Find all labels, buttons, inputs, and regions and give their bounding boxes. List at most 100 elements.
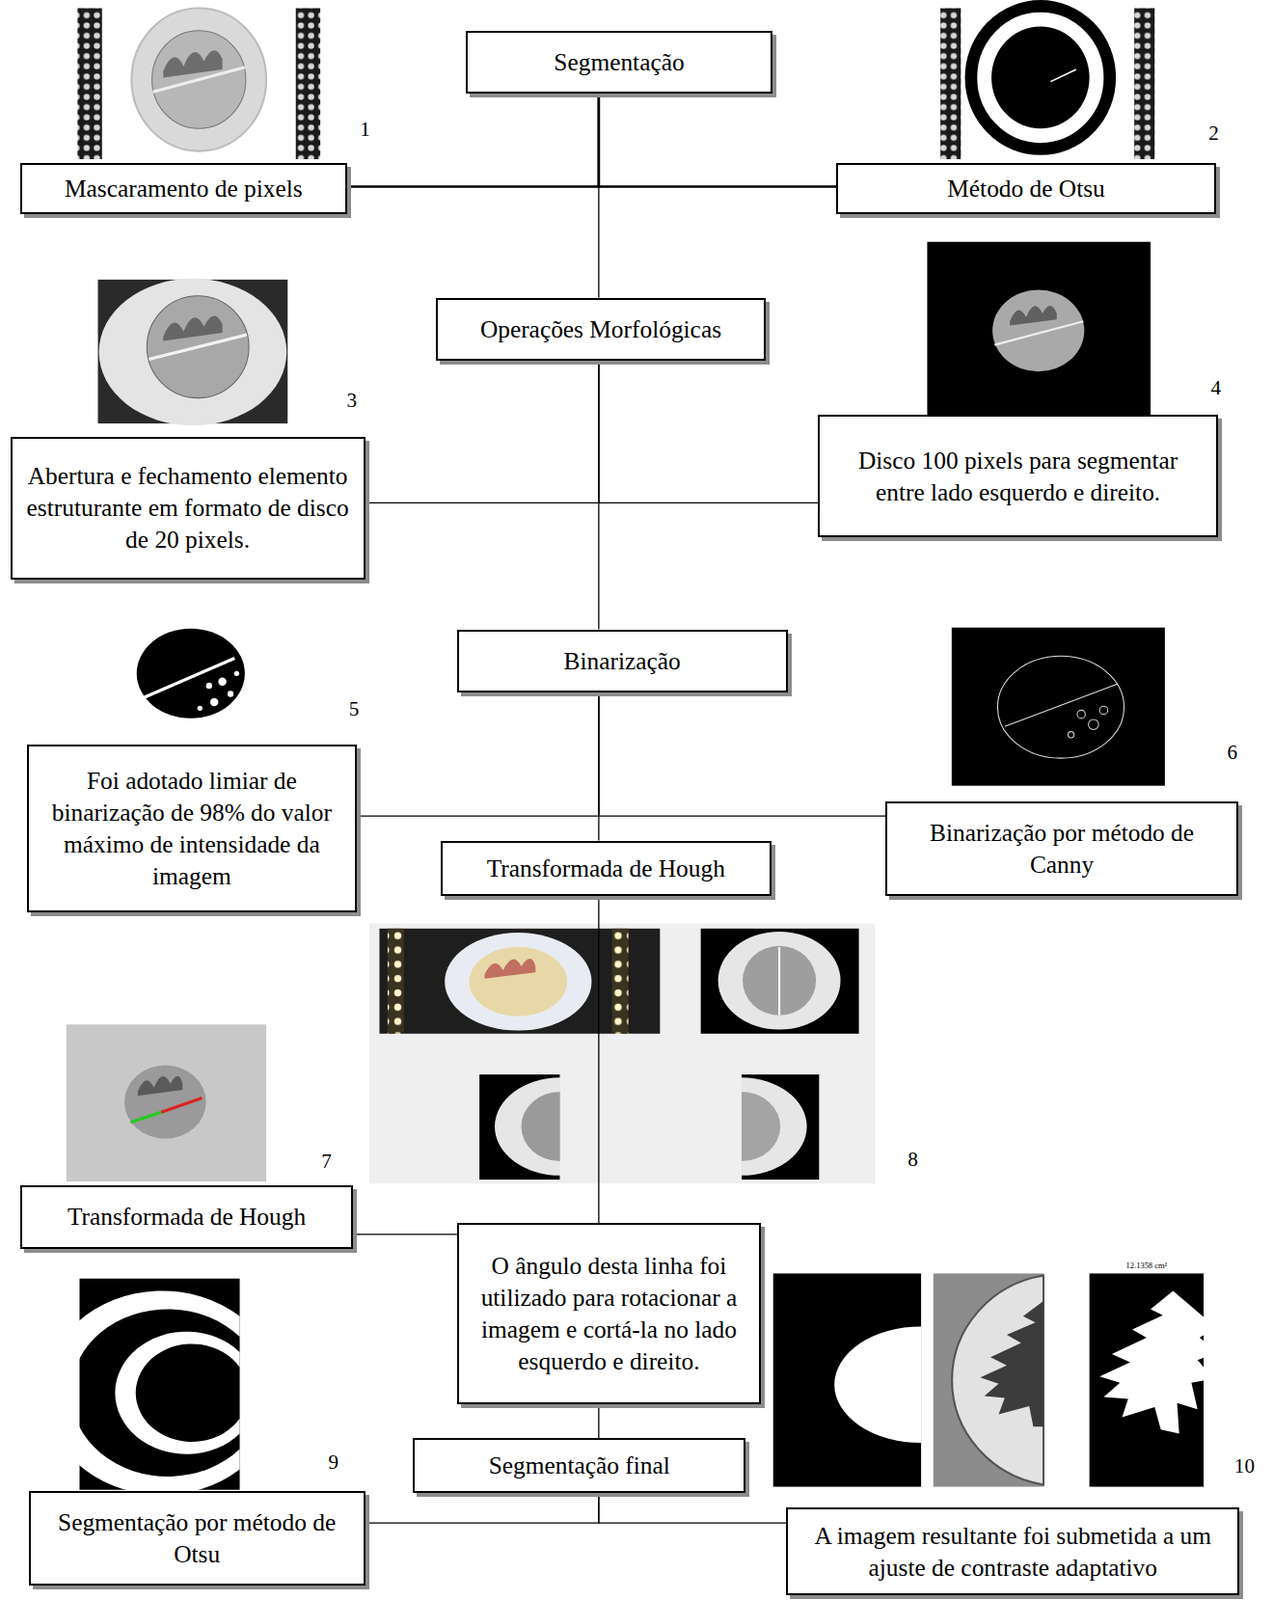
final-segmentation bbox=[773, 1273, 1219, 1487]
colony bbox=[1009, 305, 1057, 326]
spot bbox=[234, 671, 240, 677]
colony bbox=[162, 315, 222, 341]
box-text: Operações Morfológicas bbox=[480, 313, 722, 346]
hough-line bbox=[161, 1097, 202, 1112]
divider bbox=[153, 67, 245, 92]
plate-ring bbox=[718, 931, 841, 1030]
ring bbox=[971, 5, 1111, 149]
hough-line bbox=[130, 1111, 162, 1123]
box-text: Transformada de Hough bbox=[67, 1200, 306, 1233]
plate-ring bbox=[99, 278, 288, 426]
callout-number: 7 bbox=[321, 1148, 332, 1173]
photo-ground bbox=[951, 627, 1165, 786]
process-box: Método de Otsu bbox=[836, 162, 1216, 215]
light-chain bbox=[612, 928, 629, 1034]
spot bbox=[227, 690, 234, 697]
petri-dish bbox=[152, 30, 246, 130]
divider bbox=[148, 334, 247, 359]
edge-spot bbox=[1077, 709, 1085, 718]
callout-number: 2 bbox=[1208, 120, 1219, 145]
light-chain bbox=[387, 928, 405, 1034]
colony bbox=[137, 1076, 184, 1097]
box-text: Foi adotado limiar de binarização de 98%… bbox=[40, 764, 345, 893]
morphology-photo bbox=[98, 278, 289, 426]
petri-dish bbox=[742, 946, 816, 1016]
otsu-mask bbox=[940, 5, 1155, 160]
process-box: Segmentação por método de Otsu bbox=[28, 1490, 366, 1585]
connector-line bbox=[347, 93, 599, 187]
callout-number: 5 bbox=[349, 697, 360, 722]
box-text: Método de Otsu bbox=[947, 172, 1106, 205]
box-text: Binarização bbox=[564, 645, 681, 678]
box-text: Disco 100 pixels para segmentar entre la… bbox=[831, 444, 1205, 509]
photo-ground bbox=[701, 928, 860, 1034]
rotation-panels bbox=[369, 923, 876, 1185]
connector-line bbox=[598, 1492, 787, 1523]
divider bbox=[994, 321, 1084, 345]
edge-spot bbox=[1099, 705, 1108, 714]
callout-number: 4 bbox=[1210, 375, 1221, 400]
callout-number: 10 bbox=[1234, 1453, 1255, 1478]
panel-ground bbox=[369, 923, 876, 1185]
area-label: 12.1358 cm² bbox=[1126, 1260, 1167, 1271]
colony bbox=[979, 1300, 1044, 1427]
half-dish bbox=[951, 1275, 1044, 1486]
spot bbox=[210, 698, 218, 706]
edge-line bbox=[1004, 683, 1118, 727]
process-box: Segmentação bbox=[465, 30, 772, 95]
otsu-half bbox=[44, 1278, 240, 1495]
callout-number: 9 bbox=[328, 1449, 340, 1474]
hough-lines bbox=[66, 1024, 267, 1182]
binary-threshold bbox=[136, 628, 245, 719]
process-box: Foi adotado limiar de binarização de 98%… bbox=[27, 744, 358, 912]
callout-number: 6 bbox=[1226, 739, 1238, 764]
canny-edges bbox=[951, 627, 1165, 786]
connector-line bbox=[597, 692, 599, 840]
petri-dish bbox=[124, 1065, 207, 1139]
process-box: Binarização por método de Canny bbox=[885, 801, 1239, 895]
panel-ground bbox=[560, 1074, 632, 1180]
photo-ground bbox=[926, 242, 1151, 416]
box-text: Transformada de Hough bbox=[487, 852, 726, 885]
box-text: Segmentação bbox=[553, 46, 684, 79]
masked-photo bbox=[77, 7, 321, 160]
divider bbox=[142, 657, 235, 698]
ring-arc bbox=[44, 1290, 240, 1495]
plate-ring bbox=[131, 7, 267, 151]
box-text: Binarização por método de Canny bbox=[898, 816, 1225, 881]
box-text: O ângulo desta linha foi utilizado para … bbox=[470, 1249, 748, 1378]
process-box: Operações Morfológicas bbox=[435, 297, 767, 362]
colony bbox=[162, 50, 222, 78]
spot bbox=[206, 682, 213, 689]
disc bbox=[991, 27, 1090, 130]
connector-line bbox=[365, 1492, 599, 1523]
spot bbox=[217, 677, 226, 686]
photo-ground bbox=[933, 1273, 1044, 1487]
photo-ground bbox=[773, 1273, 921, 1487]
petri-dish bbox=[992, 289, 1084, 372]
spot bbox=[197, 705, 203, 711]
connector-line bbox=[598, 93, 837, 187]
photo-ground bbox=[66, 1024, 267, 1182]
process-box: Mascaramento de pixels bbox=[20, 162, 347, 215]
process-box: Transformada de Hough bbox=[20, 1185, 353, 1249]
disc-mask-photo bbox=[926, 242, 1151, 416]
chain bbox=[1134, 7, 1155, 160]
process-box: Segmentação final bbox=[412, 1437, 746, 1493]
connector-line bbox=[352, 1233, 458, 1235]
chain bbox=[940, 7, 961, 160]
edge-spot bbox=[1088, 719, 1100, 731]
connector-line bbox=[597, 360, 599, 629]
box-text: Segmentação por método de Otsu bbox=[42, 1506, 353, 1571]
photo-ground bbox=[379, 928, 660, 1034]
connector-line bbox=[356, 692, 599, 816]
box-text: Abertura e fechamento elemento estrutura… bbox=[24, 460, 353, 556]
process-box: Transformada de Hough bbox=[440, 840, 772, 896]
box-text: Mascaramento de pixels bbox=[64, 172, 303, 205]
edge-spot bbox=[1067, 731, 1074, 738]
process-box: Disco 100 pixels para segmentar entre la… bbox=[817, 414, 1219, 538]
ring-arc bbox=[114, 1331, 240, 1455]
edge-outline bbox=[997, 655, 1124, 759]
connector-line bbox=[598, 360, 818, 503]
